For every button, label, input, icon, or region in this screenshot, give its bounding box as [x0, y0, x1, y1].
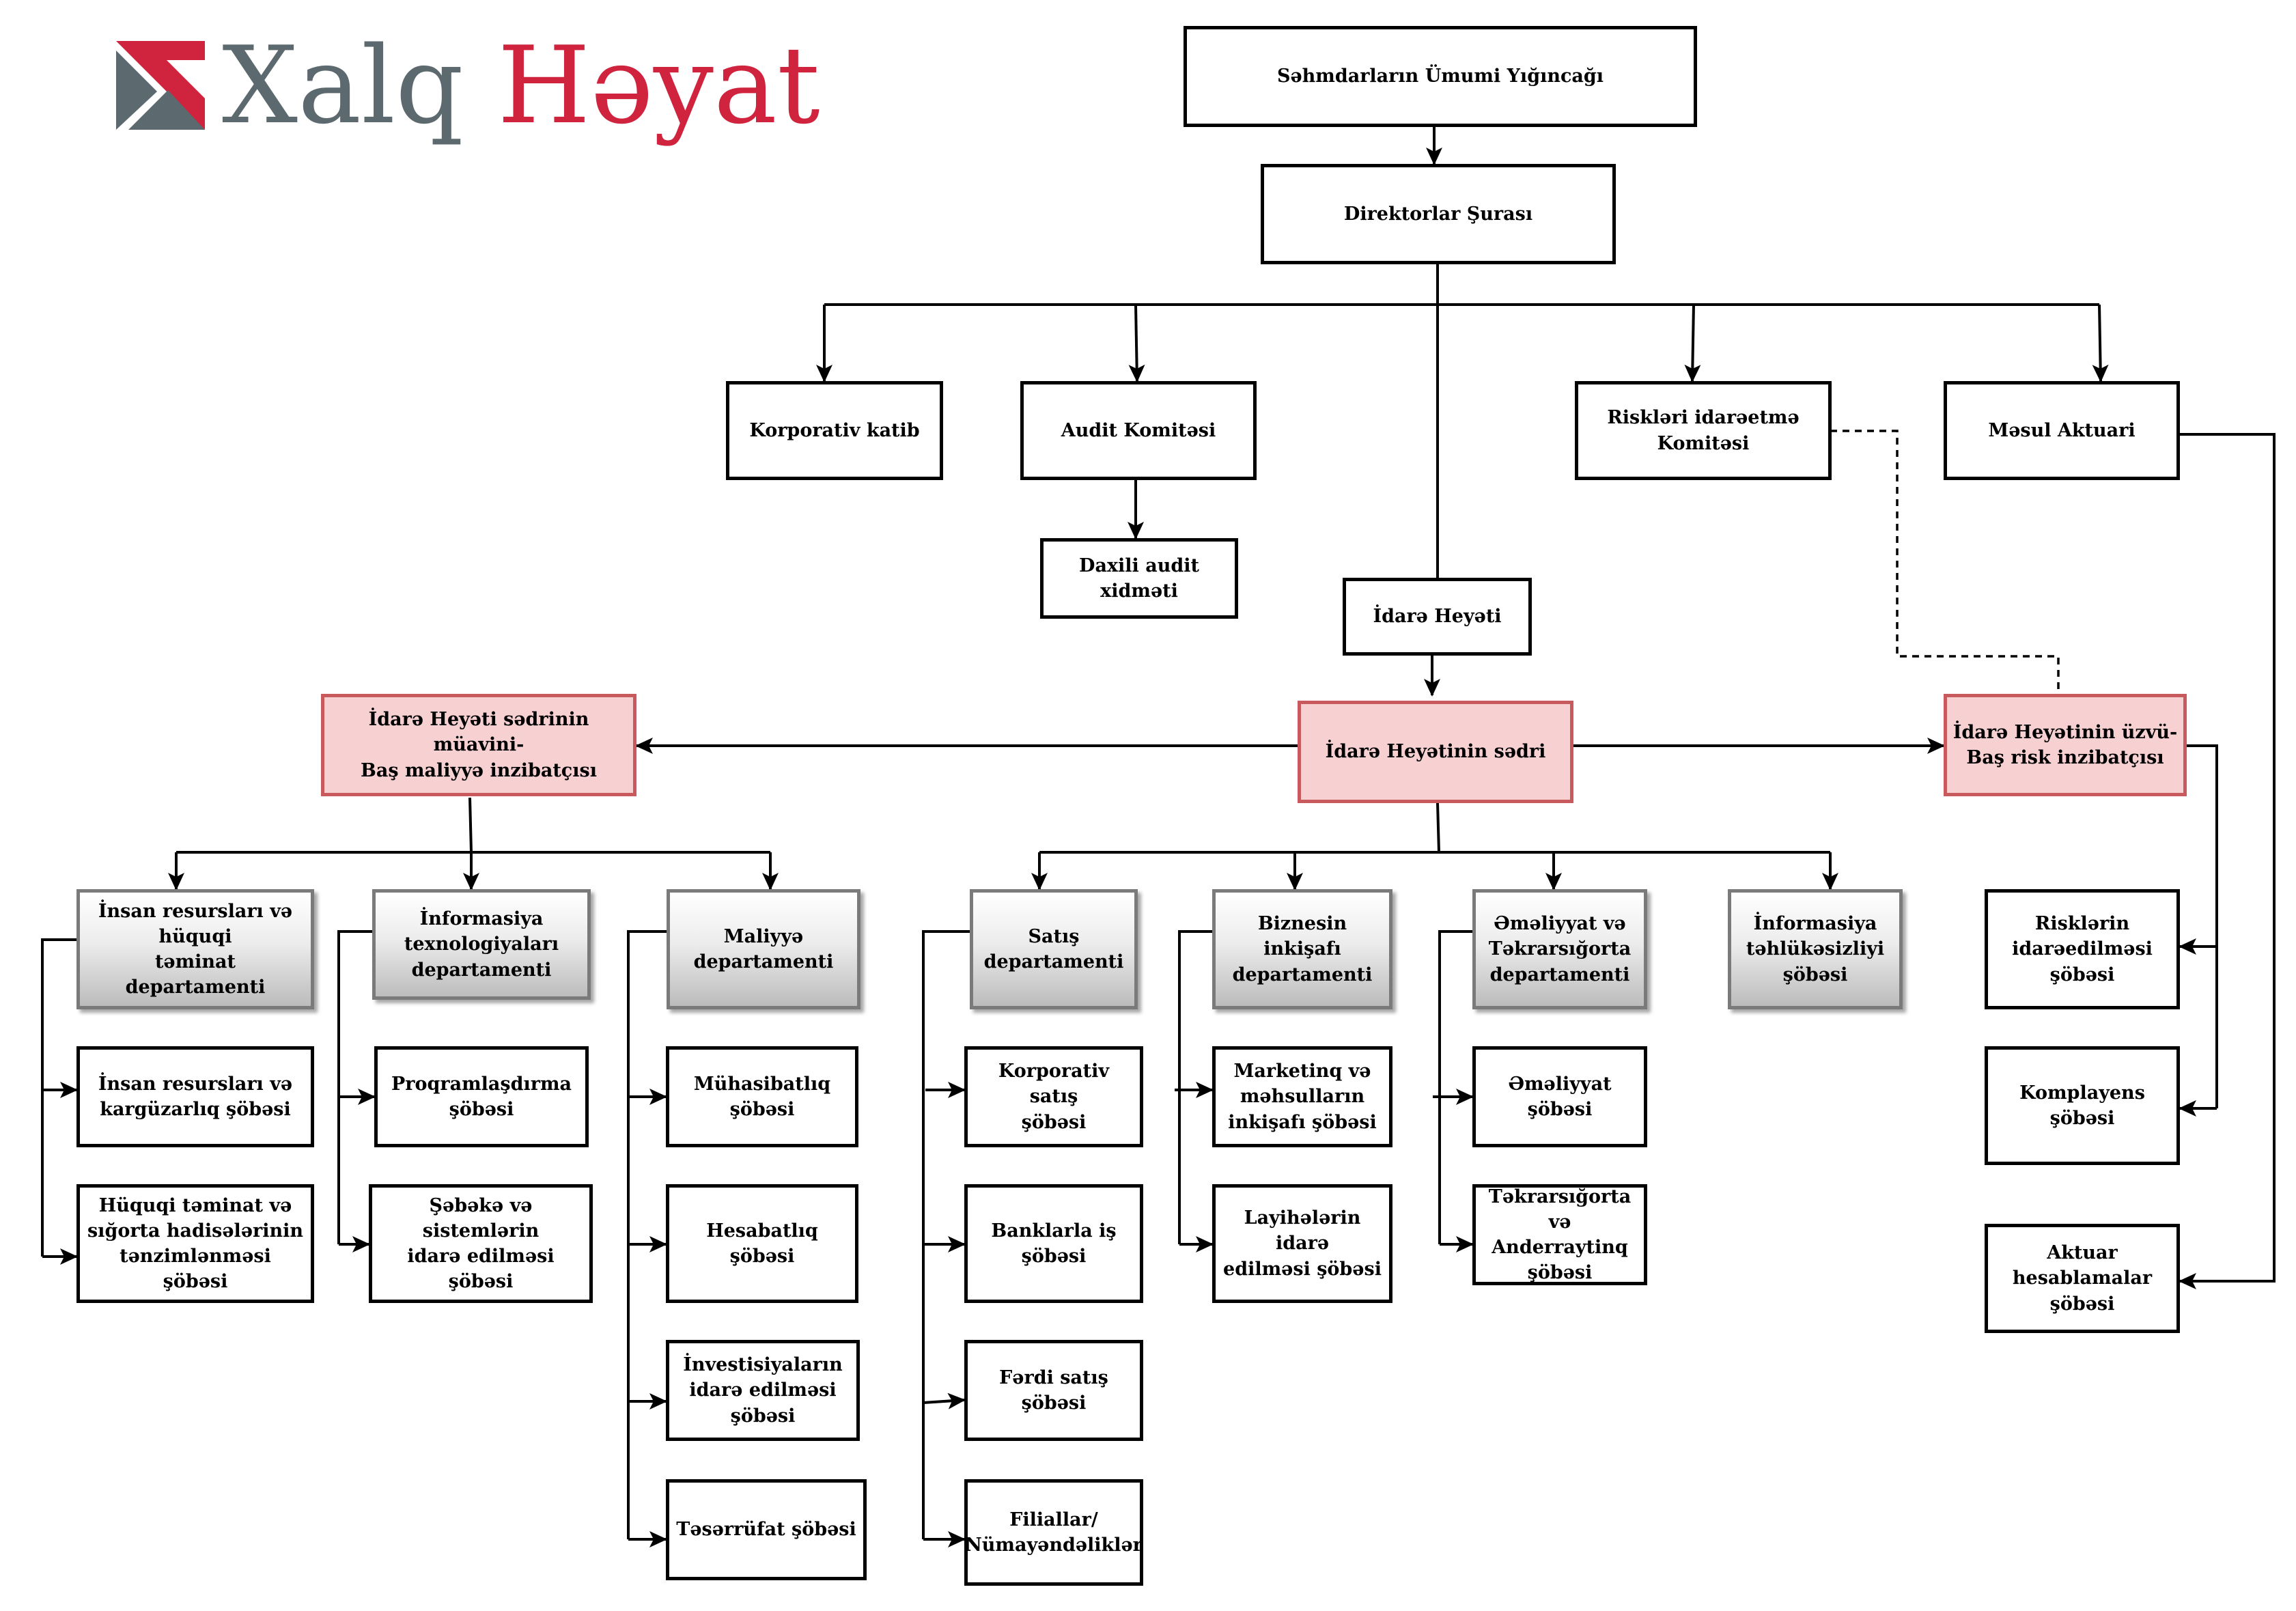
network-systems-unit-box: Şəbəkə və sistemlərin idarə edilməsi şöb… — [369, 1184, 593, 1303]
investments-unit-label: İnvestisiyaların idarə edilməsi şöbəsi — [683, 1354, 843, 1427]
chief-risk-officer-label: İdarə Heyətinin üzvü- Baş risk inzibatçı… — [1952, 721, 2178, 768]
compliance-unit-box: Komplayens şöbəsi — [1985, 1046, 2180, 1165]
sales-department-label: Satış departamenti — [983, 925, 1124, 972]
operations-reinsurance-department-label: Əməliyyat və Təkrarsığorta departamenti — [1488, 913, 1632, 985]
hr-office-unit-box: İnsan resursları və kargüzarlıq şöbəsi — [76, 1046, 314, 1147]
operations-unit-label: Əməliyyat şöbəsi — [1508, 1073, 1612, 1120]
network-systems-unit-label: Şəbəkə və sistemlərin idarə edilməsi şöb… — [407, 1194, 555, 1293]
responsible-actuary-box: Məsul Aktuari — [1944, 381, 2180, 480]
hr-legal-department-box: İnsan resursları və hüquqi təminat depar… — [76, 889, 314, 1009]
investments-unit-box: İnvestisiyaların idarə edilməsi şöbəsi — [666, 1340, 860, 1441]
risk-management-unit-box: Risklərin idarəedilməsi şöbəsi — [1985, 889, 2180, 1009]
programming-unit-box: Proqramlaşdırma şöbəsi — [374, 1046, 589, 1147]
actuarial-unit-label: Aktuar hesablamalar şöbəsi — [2012, 1242, 2153, 1315]
logo-word-heyat: Həyat — [497, 23, 820, 148]
management-board-box: İdarə Heyəti — [1343, 578, 1532, 656]
infosec-unit-box: İnformasiya təhlükəsizliyi şöbəsi — [1728, 889, 1903, 1009]
accounting-unit-label: Mühasibatlıq şöbəsi — [693, 1073, 831, 1120]
finance-department-box: Maliyyə departamenti — [667, 889, 860, 1009]
infosec-unit-label: İnformasiya təhlükəsizliyi şöbəsi — [1746, 913, 1885, 985]
bancassurance-unit-label: Banklarla iş şöbəsi — [991, 1220, 1117, 1267]
audit-committee-box: Audit Komitəsi — [1020, 381, 1257, 480]
legal-claims-unit-box: Hüquqi təminat və sığorta hadisələrinin … — [76, 1184, 314, 1303]
hr-office-unit-label: İnsan resursları və kargüzarlıq şöbəsi — [98, 1073, 293, 1120]
corporate-sales-unit-box: Korporativ satış şöbəsi — [964, 1046, 1143, 1147]
board-of-directors-label: Direktorlar Şurası — [1343, 203, 1533, 225]
audit-committee-label: Audit Komitəsi — [1061, 419, 1216, 441]
retail-sales-unit-box: Fərdi satış şöbəsi — [964, 1340, 1143, 1441]
shareholders-meeting-label: Səhmdarların Ümumi Yığıncağı — [1276, 66, 1604, 87]
corporate-secretary-label: Korporativ katib — [749, 419, 920, 441]
shareholders-meeting-box: Səhmdarların Ümumi Yığıncağı — [1184, 26, 1697, 127]
hr-legal-department-label: İnsan resursları və hüquqi təminat depar… — [98, 900, 293, 998]
operations-reinsurance-department-box: Əməliyyat və Təkrarsığorta departamenti — [1472, 889, 1647, 1009]
it-department-label: İnformasiya texnologiyaları departamenti — [404, 908, 559, 981]
legal-claims-unit-label: Hüquqi təminat və sığorta hadisələrinin … — [87, 1194, 303, 1293]
reinsurance-underwriting-unit-box: Təkrarsığorta və Anderraytinq şöbəsi — [1472, 1184, 1647, 1285]
retail-sales-unit-label: Fərdi satış şöbəsi — [999, 1367, 1108, 1414]
internal-audit-label: Daxili audit xidməti — [1079, 555, 1199, 602]
logo-mark-icon — [116, 41, 205, 130]
chairman-box: İdarə Heyətinin sədri — [1298, 701, 1573, 803]
reinsurance-underwriting-unit-label: Təkrarsığorta və Anderraytinq şöbəsi — [1488, 1186, 1632, 1284]
operations-unit-box: Əməliyyat şöbəsi — [1472, 1046, 1647, 1147]
business-development-department-box: Biznesin inkişafı departamenti — [1212, 889, 1392, 1009]
corporate-sales-unit-label: Korporativ satış şöbəsi — [998, 1061, 1110, 1133]
finance-department-label: Maliyyə departamenti — [693, 925, 834, 972]
business-development-department-label: Biznesin inkişafı departamenti — [1232, 913, 1373, 985]
reporting-unit-label: Hesabatlıq şöbəsi — [706, 1220, 818, 1267]
programming-unit-label: Proqramlaşdırma şöbəsi — [391, 1073, 572, 1120]
projects-unit-box: Layihələrin idarə edilməsi şöbəsi — [1212, 1184, 1392, 1303]
risk-management-unit-label: Risklərin idarəedilməsi şöbəsi — [2012, 913, 2153, 985]
compliance-unit-label: Komplayens şöbəsi — [2019, 1082, 2145, 1129]
accounting-unit-box: Mühasibatlıq şöbəsi — [666, 1046, 858, 1147]
risk-committee-box: Riskləri idarəetmə Komitəsi — [1575, 381, 1832, 480]
chairman-label: İdarə Heyətinin sədri — [1325, 741, 1546, 763]
marketing-unit-label: Marketinq və məhsulların inkişafı şöbəsi — [1228, 1061, 1377, 1133]
projects-unit-label: Layihələrin idarə edilməsi şöbəsi — [1223, 1207, 1382, 1280]
internal-audit-box: Daxili audit xidməti — [1040, 538, 1238, 619]
it-department-box: İnformasiya texnologiyaları departamenti — [372, 889, 591, 1000]
management-board-label: İdarə Heyəti — [1373, 606, 1502, 628]
responsible-actuary-label: Məsul Aktuari — [1988, 419, 2136, 441]
bancassurance-unit-box: Banklarla iş şöbəsi — [964, 1184, 1143, 1303]
board-of-directors-box: Direktorlar Şurası — [1261, 164, 1616, 264]
risk-committee-label: Riskləri idarəetmə Komitəsi — [1607, 407, 1800, 454]
sales-department-box: Satış departamenti — [970, 889, 1138, 1009]
branches-unit-box: Filiallar/ Nümayəndəliklər — [964, 1479, 1143, 1586]
facilities-unit-box: Təsərrüfat şöbəsi — [666, 1479, 867, 1580]
chief-risk-officer-box: İdarə Heyətinin üzvü- Baş risk inzibatçı… — [1944, 694, 2187, 796]
facilities-unit-label: Təsərrüfat şöbəsi — [676, 1519, 856, 1541]
marketing-unit-box: Marketinq və məhsulların inkişafı şöbəsi — [1212, 1046, 1392, 1147]
corporate-secretary-box: Korporativ katib — [726, 381, 943, 480]
company-logo: Xalq Həyat — [109, 23, 820, 157]
reporting-unit-box: Hesabatlıq şöbəsi — [666, 1184, 858, 1303]
deputy-cfo-label: İdarə Heyəti sədrinin müavini- Baş maliy… — [361, 709, 597, 781]
actuarial-unit-box: Aktuar hesablamalar şöbəsi — [1985, 1224, 2180, 1333]
deputy-cfo-box: İdarə Heyəti sədrinin müavini- Baş maliy… — [321, 694, 636, 796]
logo-word-xalq: Xalq — [222, 23, 464, 148]
branches-unit-label: Filiallar/ Nümayəndəliklər — [965, 1509, 1143, 1556]
